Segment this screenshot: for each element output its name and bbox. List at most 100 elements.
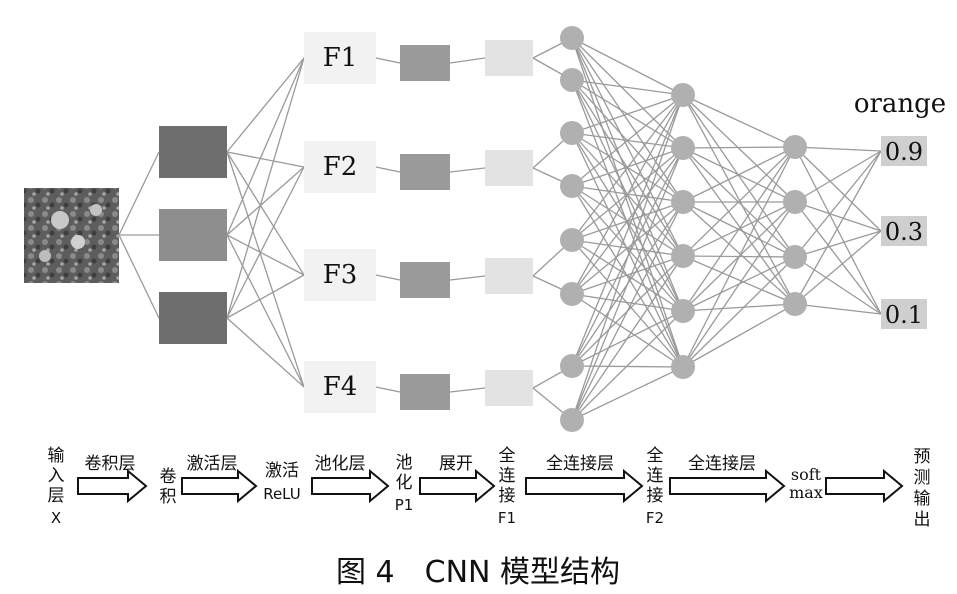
neuron-fc3	[783, 190, 807, 214]
pipeline: 输 入 层 X 卷积层 卷 积 激活层 激活 ReLU 池化层 池 化 P1	[48, 446, 931, 530]
connection-line	[449, 387, 486, 393]
output-value-text: 0.3	[885, 218, 923, 246]
arrow-2	[181, 468, 258, 504]
conv-block-2	[159, 209, 227, 261]
connection-line	[571, 37, 684, 96]
connection-line	[226, 317, 305, 388]
connection-line	[571, 94, 684, 241]
connection-line	[794, 230, 882, 258]
connection-line	[571, 94, 684, 187]
connection-line	[226, 151, 305, 388]
connection-line	[571, 293, 684, 368]
stage-text: ReLU	[263, 485, 301, 503]
flatten-box-2	[485, 150, 533, 186]
neuron-fc1	[560, 354, 584, 378]
stage-text: 输	[48, 446, 65, 466]
connection-line	[571, 37, 684, 368]
connection-line	[571, 94, 684, 367]
pool-box-4	[400, 374, 450, 410]
connection-line	[571, 255, 684, 421]
connection-line	[375, 274, 401, 281]
connection-line	[226, 57, 305, 153]
conv-block-3	[159, 292, 227, 344]
stage-relu: 激活 ReLU	[263, 461, 301, 503]
stage-text: F1	[498, 509, 516, 527]
connection-line	[682, 146, 796, 312]
connection-line	[682, 201, 796, 305]
connection-line	[571, 310, 684, 421]
connection-line	[449, 167, 486, 173]
stage-fc1: 全 连 接 F1	[498, 446, 516, 527]
neuron-fc2	[671, 299, 695, 323]
connection-line	[571, 37, 684, 312]
feature-map-f4: F4	[304, 361, 376, 413]
stage-text: 激活	[265, 461, 299, 481]
neuron-fc3	[783, 292, 807, 316]
feature-map-f1: F1	[304, 32, 376, 84]
neuron-fc1	[560, 121, 584, 145]
connection-line	[682, 146, 796, 203]
stage-text: 层	[48, 486, 65, 506]
neuron-fc1	[560, 174, 584, 198]
connection-line	[226, 234, 305, 276]
stage-text: 接	[499, 486, 516, 506]
connection-line	[571, 132, 684, 368]
feature-map-f2: F2	[304, 141, 376, 193]
flatten-box-3	[485, 258, 533, 294]
connection-line	[226, 151, 305, 276]
connection-line	[682, 147, 796, 305]
stage-text: F2	[646, 509, 664, 527]
stage-input: 输 入 层 X	[48, 446, 65, 527]
connection-line	[571, 147, 684, 421]
stage-text: 卷	[160, 467, 177, 487]
arrow-3	[311, 468, 390, 504]
arrow-label: 全连接层	[546, 454, 614, 474]
connection-line	[226, 234, 305, 388]
pool-box-3	[400, 262, 450, 298]
connection-line	[571, 255, 684, 295]
pool-box-1	[400, 45, 450, 81]
flatten-box-4	[485, 370, 533, 406]
connection-line	[682, 256, 796, 368]
stage-text: 输	[914, 489, 931, 509]
connection-line	[375, 386, 401, 393]
output-value-3: 0.1	[881, 299, 927, 329]
neuron-fc2	[671, 83, 695, 107]
pool-box-2	[400, 154, 450, 190]
connection-line	[571, 79, 684, 96]
neuron-fc3	[783, 245, 807, 269]
feature-map-label: F2	[323, 152, 358, 182]
connection-line	[682, 94, 796, 258]
connection-line	[571, 366, 684, 421]
stage-output: 预 测 输 出	[914, 447, 931, 530]
connection-line	[794, 146, 882, 152]
arrow-7	[825, 468, 904, 504]
figure-caption: 图 4 CNN 模型结构	[336, 555, 620, 590]
connection-line	[571, 37, 684, 203]
neuron-fc1	[560, 408, 584, 432]
arrow-4	[419, 468, 496, 504]
stage-text: 连	[647, 466, 664, 486]
stage-text: 测	[914, 468, 931, 488]
connection-line	[794, 146, 882, 232]
feature-map-f3: F3	[304, 249, 376, 301]
neuron-fc2	[671, 190, 695, 214]
connection-line	[226, 274, 305, 319]
connection-line	[682, 94, 796, 148]
stage-text: 积	[160, 487, 177, 507]
stage-text: 全	[647, 446, 664, 466]
connection-line	[794, 303, 882, 315]
connection-line	[375, 166, 401, 173]
connection-line	[226, 57, 305, 319]
connection-line	[118, 234, 160, 319]
connection-line	[794, 201, 882, 315]
arrow-label: 池化层	[315, 454, 366, 474]
connection-line	[682, 146, 796, 368]
connection-line	[682, 201, 796, 368]
neuron-fc2	[671, 355, 695, 379]
connection-line	[682, 303, 796, 312]
connection-line	[226, 151, 305, 168]
arrow-label: 卷积层	[85, 454, 136, 474]
connection-line	[682, 146, 796, 257]
input-image	[24, 188, 119, 283]
